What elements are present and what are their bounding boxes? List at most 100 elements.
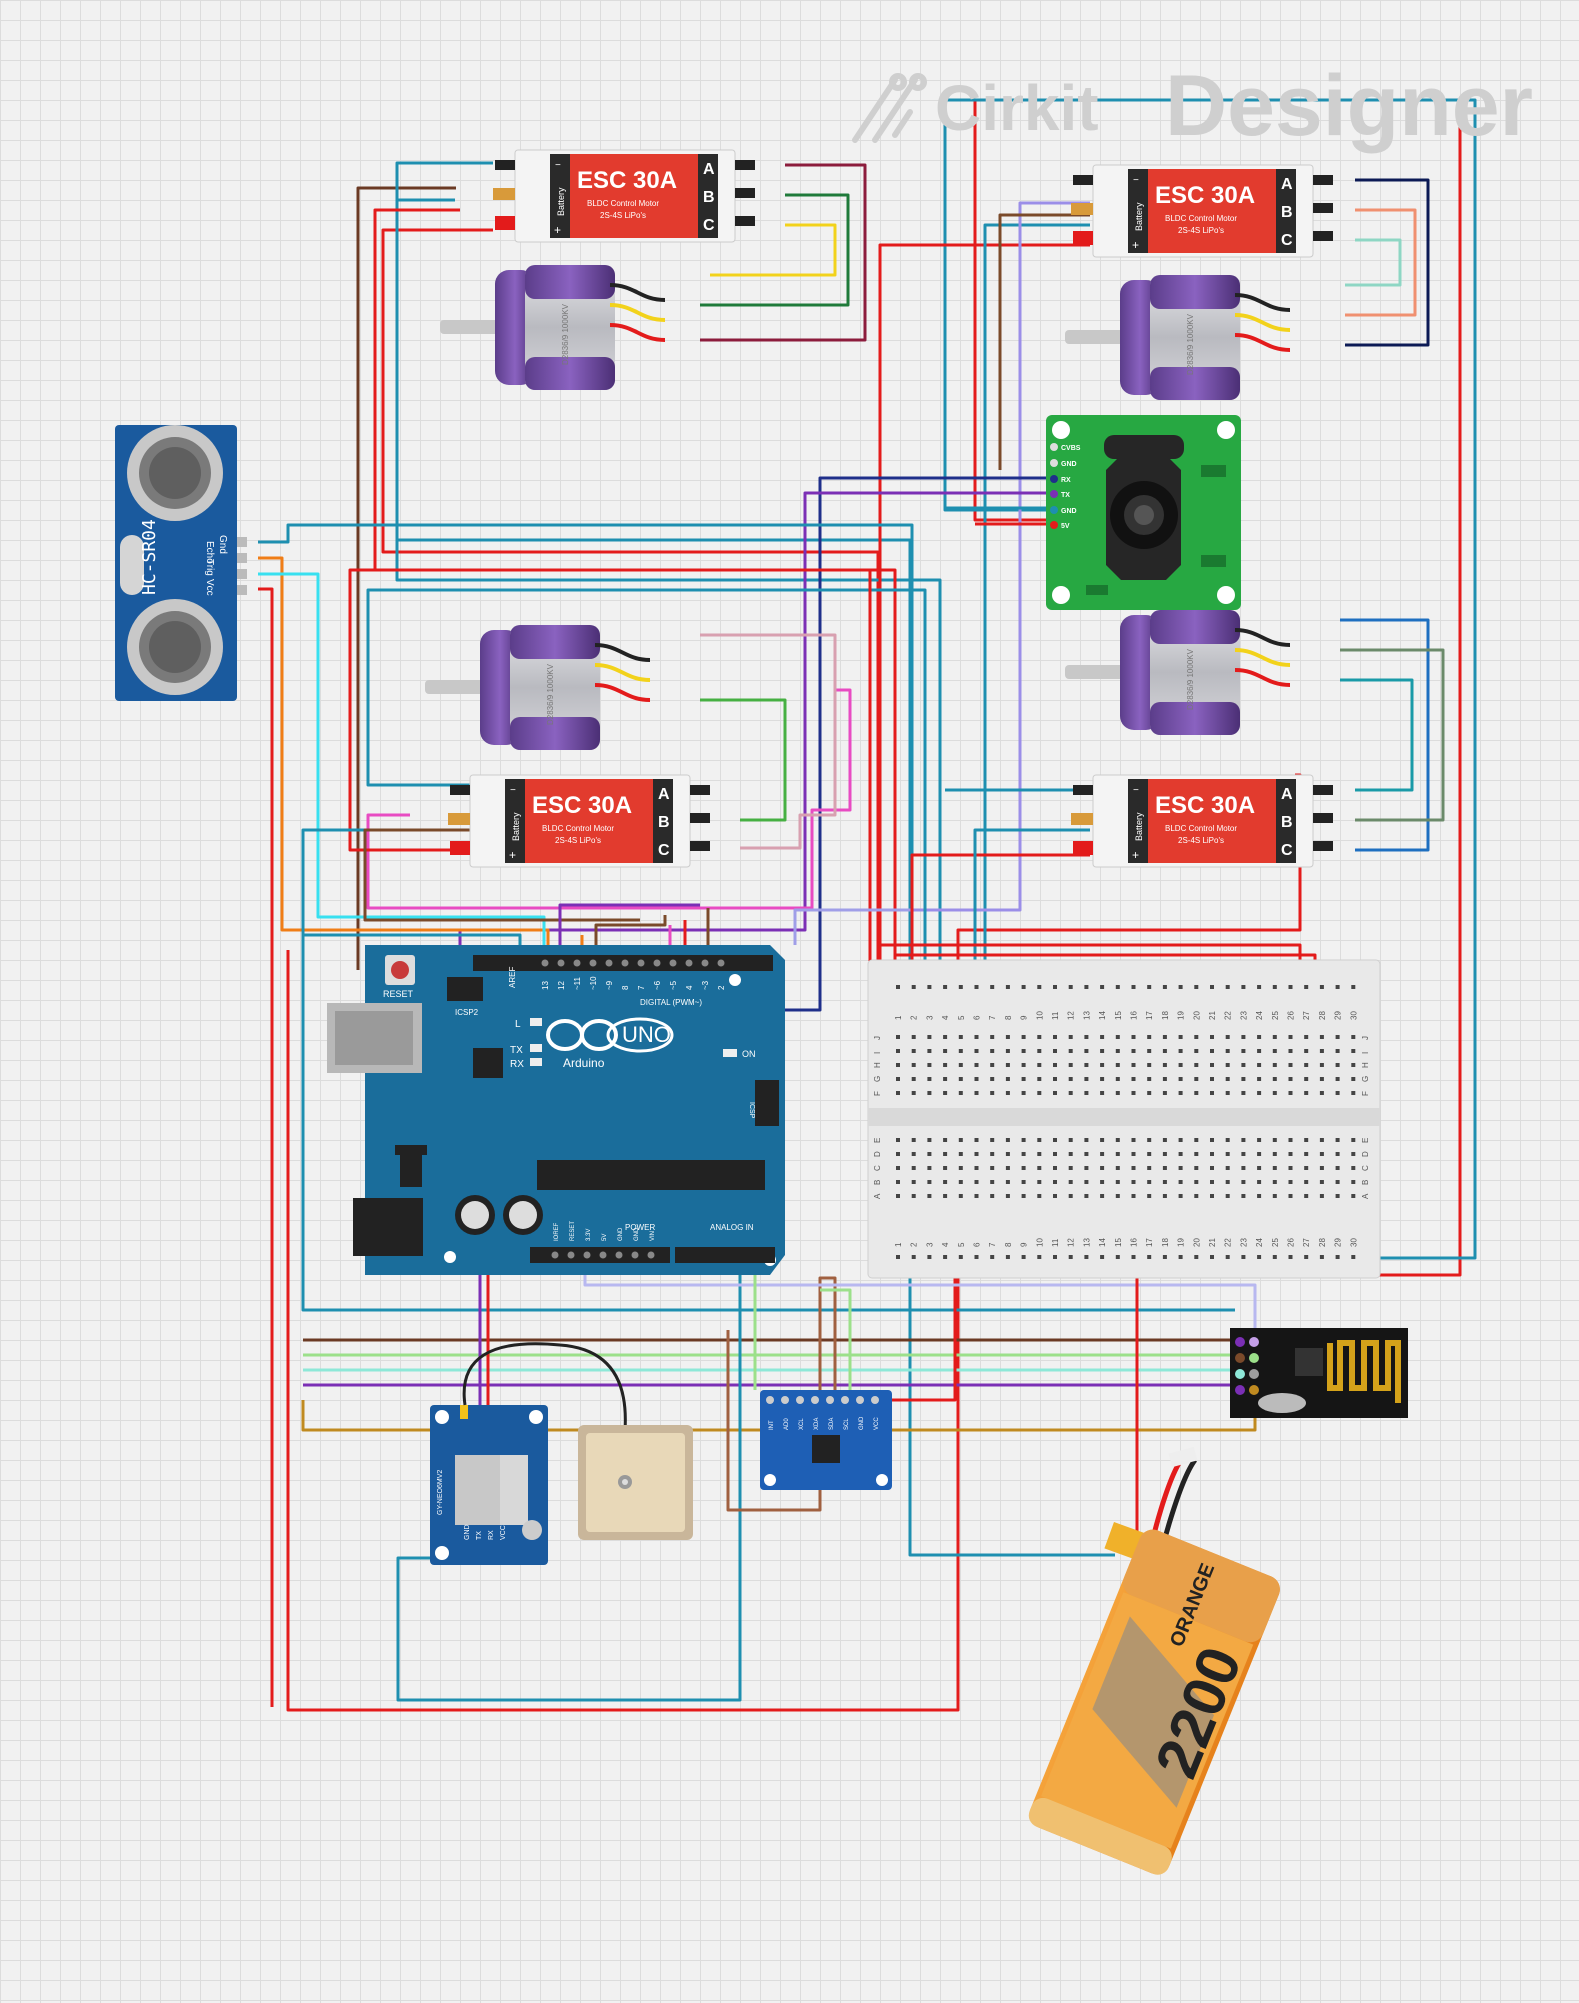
bb-hole[interactable]	[1304, 1077, 1309, 1081]
esc-phase-connector[interactable]	[1313, 813, 1333, 823]
bb-hole[interactable]	[1084, 1152, 1089, 1156]
power-pin[interactable]	[615, 1251, 623, 1259]
bb-hole[interactable]	[1131, 1063, 1136, 1067]
power-pin[interactable]	[583, 1251, 591, 1259]
bb-hole[interactable]	[1100, 1063, 1105, 1067]
bb-hole[interactable]	[1162, 1035, 1167, 1039]
bb-hole[interactable]	[1115, 1035, 1120, 1039]
bb-rail-hole[interactable]	[1147, 1255, 1152, 1259]
bb-hole[interactable]	[943, 1194, 948, 1198]
bb-rail-hole[interactable]	[1021, 1255, 1026, 1259]
bb-hole[interactable]	[1021, 1152, 1026, 1156]
camera-module[interactable]: CVBS GND RX TX GND 5V	[1046, 415, 1241, 610]
bb-rail-hole[interactable]	[943, 985, 948, 989]
bb-hole[interactable]	[1162, 1077, 1167, 1081]
bb-hole[interactable]	[1210, 1138, 1214, 1142]
bb-rail-hole[interactable]	[1021, 985, 1026, 989]
bb-hole[interactable]	[927, 1077, 932, 1081]
bb-hole[interactable]	[1210, 1180, 1214, 1184]
bb-hole[interactable]	[1005, 1077, 1010, 1081]
bb-rail-hole[interactable]	[1225, 985, 1230, 989]
bb-hole[interactable]	[1005, 1194, 1010, 1198]
digital-pin[interactable]	[701, 959, 709, 967]
bb-hole[interactable]	[1037, 1180, 1042, 1184]
bb-hole[interactable]	[1194, 1077, 1199, 1081]
bb-hole[interactable]	[1241, 1049, 1246, 1053]
bb-rail-hole[interactable]	[1257, 985, 1262, 989]
bb-hole[interactable]	[1021, 1138, 1026, 1142]
bb-rail-hole[interactable]	[958, 985, 963, 989]
bb-hole[interactable]	[896, 1035, 900, 1039]
bb-hole[interactable]	[1225, 1194, 1230, 1198]
bb-hole[interactable]	[1257, 1049, 1262, 1053]
bb-hole[interactable]	[943, 1152, 948, 1156]
bb-hole[interactable]	[1319, 1091, 1324, 1095]
bb-rail-hole[interactable]	[1005, 1255, 1010, 1259]
imu-pin[interactable]	[841, 1396, 849, 1404]
bb-hole[interactable]	[1335, 1063, 1340, 1067]
bb-hole[interactable]	[1068, 1035, 1073, 1039]
bb-hole[interactable]	[1100, 1049, 1105, 1053]
bb-hole[interactable]	[1037, 1166, 1042, 1170]
bb-hole[interactable]	[1100, 1091, 1105, 1095]
bb-hole[interactable]	[1131, 1166, 1136, 1170]
bb-hole[interactable]	[1288, 1077, 1293, 1081]
bb-rail-hole[interactable]	[1272, 1255, 1277, 1259]
bb-hole[interactable]	[927, 1049, 932, 1053]
bb-hole[interactable]	[1288, 1166, 1293, 1170]
bb-hole[interactable]	[1115, 1180, 1120, 1184]
digital-pin[interactable]	[653, 959, 661, 967]
bb-hole[interactable]	[958, 1166, 963, 1170]
bb-hole[interactable]	[1068, 1063, 1073, 1067]
bb-hole[interactable]	[990, 1091, 995, 1095]
bb-hole[interactable]	[1304, 1194, 1309, 1198]
bb-hole[interactable]	[1335, 1166, 1340, 1170]
bb-hole[interactable]	[1351, 1138, 1356, 1142]
bb-hole[interactable]	[1115, 1063, 1120, 1067]
bb-hole[interactable]	[1053, 1194, 1057, 1198]
bb-hole[interactable]	[1288, 1180, 1293, 1184]
bb-hole[interactable]	[1335, 1035, 1340, 1039]
esc-signal-connector[interactable]	[1073, 175, 1093, 185]
bb-hole[interactable]	[1178, 1152, 1183, 1156]
digital-pin[interactable]	[589, 959, 597, 967]
bb-hole[interactable]	[896, 1180, 900, 1184]
bb-hole[interactable]	[1100, 1035, 1105, 1039]
bb-rail-hole[interactable]	[1162, 985, 1167, 989]
bb-hole[interactable]	[1335, 1152, 1340, 1156]
bb-hole[interactable]	[1037, 1035, 1042, 1039]
bb-rail-hole[interactable]	[1068, 985, 1073, 989]
imu-pin[interactable]	[871, 1396, 879, 1404]
bb-hole[interactable]	[1131, 1194, 1136, 1198]
bb-hole[interactable]	[990, 1049, 995, 1053]
bb-hole[interactable]	[1210, 1152, 1214, 1156]
bb-hole[interactable]	[1037, 1049, 1042, 1053]
bb-hole[interactable]	[1304, 1152, 1309, 1156]
bb-hole[interactable]	[1147, 1152, 1152, 1156]
bb-rail-hole[interactable]	[1304, 1255, 1309, 1259]
bb-hole[interactable]	[1115, 1138, 1120, 1142]
bb-hole[interactable]	[943, 1091, 948, 1095]
bb-hole[interactable]	[1304, 1063, 1309, 1067]
bb-rail-hole[interactable]	[1162, 1255, 1167, 1259]
bb-hole[interactable]	[1319, 1180, 1324, 1184]
bb-hole[interactable]	[911, 1152, 916, 1156]
bb-hole[interactable]	[1225, 1166, 1230, 1170]
bb-hole[interactable]	[1115, 1166, 1120, 1170]
bb-hole[interactable]	[1225, 1063, 1230, 1067]
bb-hole[interactable]	[1351, 1077, 1356, 1081]
bb-rail-hole[interactable]	[927, 985, 932, 989]
bb-hole[interactable]	[1241, 1194, 1246, 1198]
bb-hole[interactable]	[1272, 1138, 1277, 1142]
bb-hole[interactable]	[990, 1138, 995, 1142]
bb-hole[interactable]	[990, 1180, 995, 1184]
bb-hole[interactable]	[927, 1063, 932, 1067]
bb-hole[interactable]	[990, 1077, 995, 1081]
bb-hole[interactable]	[1131, 1035, 1136, 1039]
bb-hole[interactable]	[1304, 1166, 1309, 1170]
bb-hole[interactable]	[974, 1152, 979, 1156]
bb-hole[interactable]	[927, 1180, 932, 1184]
bb-hole[interactable]	[943, 1063, 948, 1067]
bb-hole[interactable]	[1147, 1063, 1152, 1067]
bb-hole[interactable]	[1178, 1138, 1183, 1142]
